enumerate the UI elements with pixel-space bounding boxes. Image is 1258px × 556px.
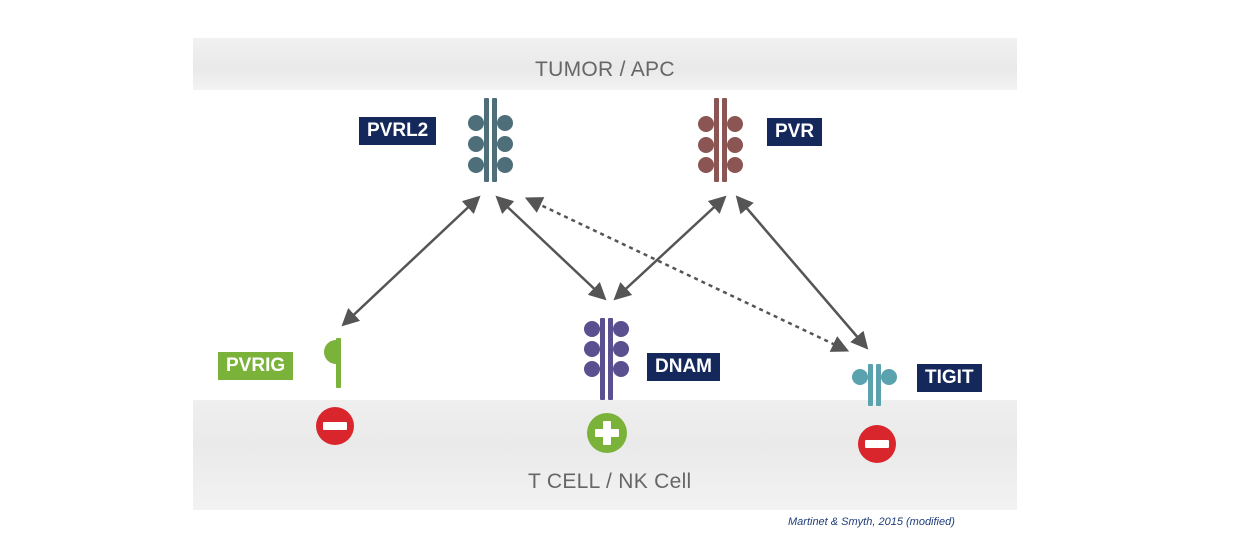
pvrig-receptor-icon <box>324 338 341 388</box>
activating-plus-icon <box>587 413 627 453</box>
pvr-receptor-icon <box>698 98 743 182</box>
pvrl2-receptor-icon <box>468 98 513 182</box>
pvr-tag: PVR <box>767 118 823 146</box>
arrow-pvrl2-dnam <box>495 195 607 301</box>
tumor-apc-label: TUMOR / APC <box>535 58 675 81</box>
pvrig-tag: PVRIG <box>218 352 294 380</box>
tigit-tag: TIGIT <box>917 364 982 392</box>
t-cell-label: T CELL / NK Cell <box>528 470 692 493</box>
inhibitory-minus-icon <box>858 425 896 463</box>
dnam-receptor-icon <box>584 318 629 400</box>
arrow-pvr-tigit <box>735 195 869 350</box>
arrow-pvrl2-tigit-dotted <box>524 197 850 352</box>
dnam-tag: DNAM <box>647 353 720 381</box>
citation: Martinet & Smyth, 2015 (modified) <box>788 516 955 528</box>
pvrl2-tag: PVRL2 <box>359 117 437 145</box>
tumor-apc-membrane <box>193 38 1017 90</box>
arrow-pvrl2-pvrig <box>341 195 481 327</box>
tigit-receptor-icon <box>852 364 897 406</box>
inhibitory-minus-icon <box>316 407 354 445</box>
